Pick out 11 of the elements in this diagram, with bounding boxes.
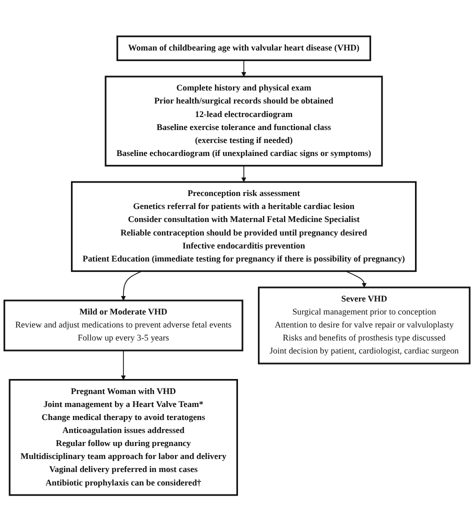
node-box: Woman of childbearing age with valvular heart disease (VHD) (116, 35, 372, 61)
arrow (121, 350, 126, 380)
node-box: Pregnant Woman with VHD Joint management by a Heart Valve Team* Change medical therapy to avoid teratogens Anticoagulation issues addressed Regular follow up during pregnancy Multidisciplinary team approach for labor and delivery Vaginal delivery preferred in most cases Antibiotic prophylaxis can be considered† (8, 378, 238, 496)
node-box: Mild or Moderate VHD Review and adjust medications to prevent adverse fetal events Follow up every 3-5 years (4, 299, 244, 352)
arrow (241, 165, 246, 182)
arrow (121, 270, 142, 300)
arrow (345, 270, 367, 288)
arrow (241, 60, 246, 77)
node-box: Complete history and physical exam Prior health/surgical records should be obtained 12-lead electrocardiogram Baseline exercise tolerance and functional class (exercise testing if needed) Baseline echocardiogram (if unexplained cardiac signs or symptoms) (104, 76, 383, 166)
node-box: Severe VHD Surgical management prior to conception Attention to desire for valve repair or valvuloplasty Risks and benefits of prosthesis type discussed Joint decision by patient, cardiologist, cardiac surgeon (258, 286, 470, 364)
node-box: Preconception risk assessment Genetics referral for patients with a heritable cardiac lesion Consider consultation with Maternal Fetal Medicine Specialist Reliable contraception should be provided until pregnancy desired Infective endocarditis prevention Patient Education (immediate testing for pregnancy if there is possibility of pregnancy) (70, 180, 417, 272)
